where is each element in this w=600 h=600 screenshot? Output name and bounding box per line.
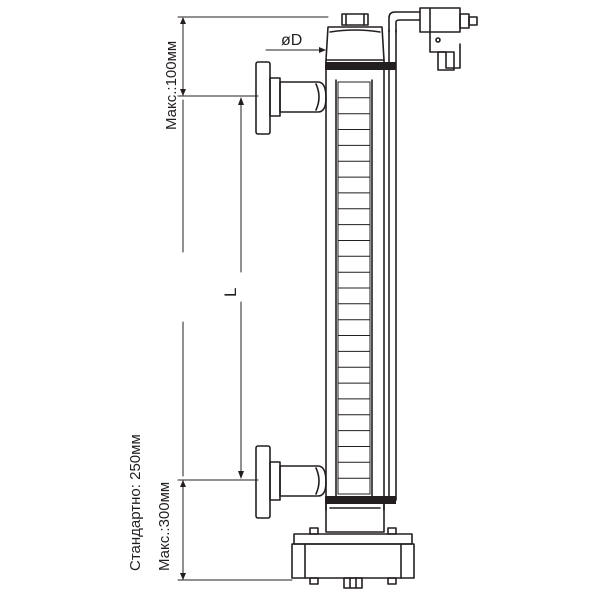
arrow-up-L xyxy=(238,97,244,105)
lower-flange xyxy=(255,445,327,519)
bottom-band xyxy=(325,496,396,504)
dimension-lines xyxy=(177,16,329,581)
arrow-down-bottom xyxy=(180,573,186,580)
bottom-body xyxy=(291,503,415,589)
arrow-down-top xyxy=(180,89,186,96)
arrow-up-top xyxy=(180,17,186,24)
limit-switch xyxy=(388,7,478,71)
level-scale xyxy=(337,81,371,495)
gauge-tube xyxy=(325,59,385,511)
arrow-down-L xyxy=(238,471,244,479)
arrow-up-bottom xyxy=(180,480,186,487)
top-cap xyxy=(325,13,385,61)
scale-frame xyxy=(337,81,371,495)
bottom-standard-label: Стандартно: 250мм xyxy=(127,434,144,571)
length-label: L xyxy=(221,288,240,297)
diameter-label: øD xyxy=(281,32,302,49)
bottom-max-label: Макс.:300мм xyxy=(156,482,173,571)
upper-flange xyxy=(255,61,327,135)
bypass-rod xyxy=(388,29,397,501)
top-band xyxy=(325,62,396,70)
top-max-label: Макс.:100мм xyxy=(163,41,180,130)
